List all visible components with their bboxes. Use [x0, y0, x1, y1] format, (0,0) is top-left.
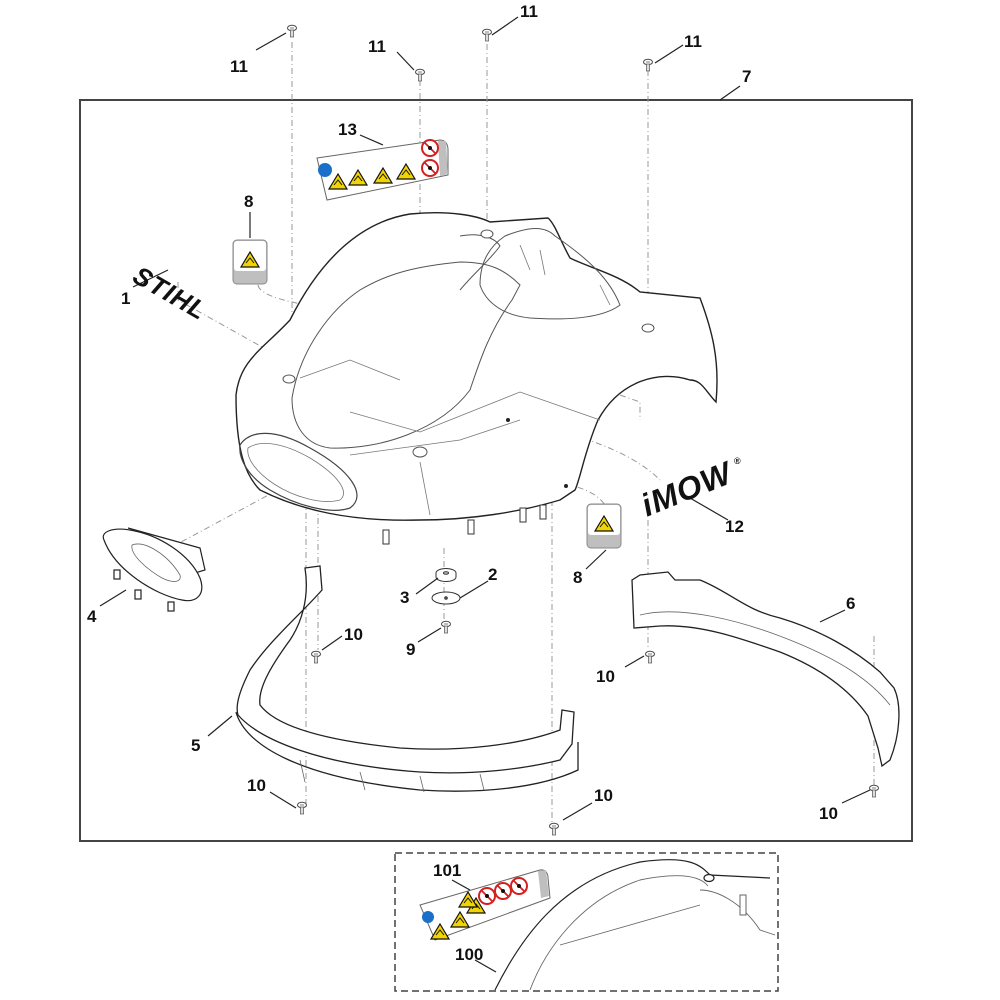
callout-10-d[interactable]: 10: [594, 786, 613, 805]
screw-11-a[interactable]: [287, 24, 297, 38]
screw-10-a[interactable]: [311, 650, 321, 664]
callout-10-b[interactable]: 10: [596, 667, 615, 686]
inset-frame: [394, 852, 779, 992]
warning-label-13[interactable]: [316, 139, 449, 201]
callout-11-b[interactable]: 11: [368, 37, 386, 56]
disc-part-2[interactable]: [431, 591, 461, 605]
screw-11-c[interactable]: [482, 28, 492, 42]
screw-10-e[interactable]: [869, 784, 879, 798]
callout-11-a[interactable]: 11: [230, 57, 248, 76]
callout-101[interactable]: 101: [433, 861, 462, 880]
callout-7[interactable]: 7: [742, 67, 752, 86]
callout-4[interactable]: 4: [87, 607, 97, 626]
bumper-part-5[interactable]: [235, 565, 579, 793]
screw-11-d[interactable]: [643, 58, 653, 72]
screw-9[interactable]: [441, 620, 451, 634]
screw-10-b[interactable]: [645, 650, 655, 664]
warning-label-8-bottom[interactable]: [586, 503, 622, 549]
washer-part-3[interactable]: [435, 568, 457, 582]
leader-lines: [99, 16, 871, 821]
inset-hood-part-100[interactable]: [494, 859, 776, 991]
callout-10-c[interactable]: 10: [247, 776, 266, 795]
mandatory-icon: [318, 163, 332, 177]
main-frame: [79, 99, 913, 842]
callout-13[interactable]: 13: [338, 120, 357, 139]
callout-8-bottom[interactable]: 8: [573, 568, 583, 587]
callout-10-e[interactable]: 10: [819, 804, 838, 823]
callout-11-d[interactable]: 11: [684, 32, 702, 51]
hood-part-7[interactable]: [235, 212, 718, 545]
callout-10-a[interactable]: 10: [344, 625, 363, 644]
callout-2[interactable]: 2: [488, 565, 498, 584]
callout-3[interactable]: 3: [400, 588, 410, 607]
screw-10-d[interactable]: [549, 822, 559, 836]
bumper-part-6[interactable]: [631, 571, 900, 768]
inset-warning-label-101[interactable]: [419, 869, 551, 941]
callout-11-c[interactable]: 11: [520, 2, 538, 21]
screw-11-b[interactable]: [415, 68, 425, 82]
callout-5[interactable]: 5: [191, 736, 201, 755]
warning-label-8-top[interactable]: [232, 239, 268, 285]
registered-mark: ®: [734, 456, 742, 466]
callout-100[interactable]: 100: [455, 945, 484, 964]
callout-9[interactable]: 9: [406, 640, 416, 659]
inset-leader-lines: [451, 879, 497, 973]
callout-12[interactable]: 12: [725, 517, 744, 536]
callout-6[interactable]: 6: [846, 594, 856, 613]
screw-10-c[interactable]: [297, 801, 307, 815]
inset-mandatory-icon: [422, 911, 434, 923]
callout-8-top[interactable]: 8: [244, 192, 254, 211]
callout-1[interactable]: 1: [121, 289, 131, 308]
cover-part-4[interactable]: [102, 527, 206, 612]
